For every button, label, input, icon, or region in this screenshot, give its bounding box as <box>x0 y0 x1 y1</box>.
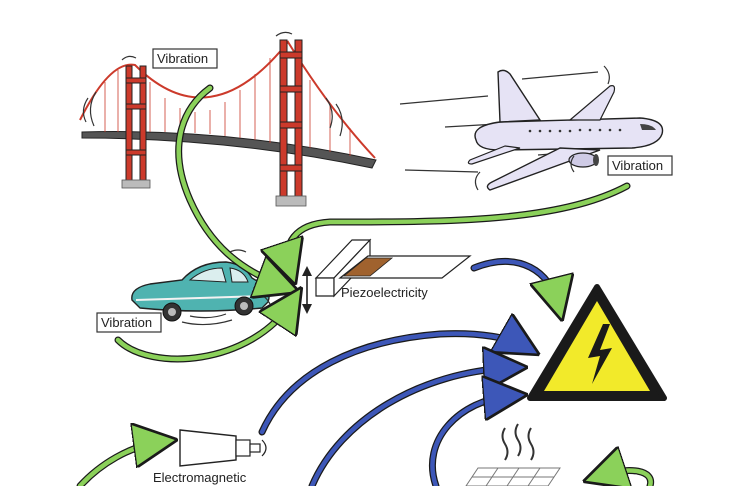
airplane-icon <box>399 65 664 191</box>
high-voltage-warning-icon <box>527 284 667 401</box>
vibration-car-text: Vibration <box>101 315 152 330</box>
electromagnetic-generator-icon <box>179 429 267 467</box>
bridge-icon <box>79 31 377 207</box>
vibration-bridge-text: Vibration <box>157 51 208 66</box>
label-vibration-car: Vibration <box>96 312 162 333</box>
vibration-plane-text: Vibration <box>612 158 663 173</box>
green-arrow-electromagnetic <box>76 438 164 486</box>
green-arrows <box>76 84 655 486</box>
label-vibration-plane: Vibration <box>607 155 673 176</box>
heat-waves-icon <box>465 423 561 486</box>
electromagnetic-label: Electromagnetic <box>153 470 247 485</box>
blue-arrow-piezo <box>470 258 562 308</box>
label-vibration-bridge: Vibration <box>152 48 218 69</box>
piezo-cantilever-icon <box>302 238 472 314</box>
car-icon <box>131 249 271 326</box>
blue-arrows <box>258 258 562 486</box>
piezo-label: Piezoelectricity <box>341 285 428 300</box>
